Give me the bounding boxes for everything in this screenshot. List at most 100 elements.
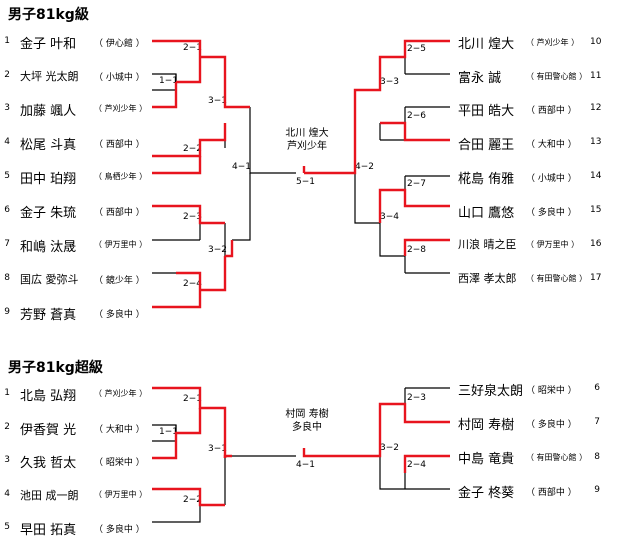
player-school: （ 芦刈少年 ） [94, 389, 148, 398]
player-school: （ 有田警心館 ） [526, 274, 588, 283]
seed-number: 1 [4, 36, 10, 46]
match-score: 2−2 [183, 144, 202, 154]
bracket-line [404, 387, 450, 404]
bracket-line [404, 473, 450, 490]
match-score: 3−1 [208, 444, 227, 454]
seed-number: 9 [4, 307, 10, 317]
player-name: 富永 誠 [458, 71, 502, 86]
player-school: （ 鏡少年 ） [94, 276, 145, 286]
player-school: （ 西部中 ） [526, 106, 577, 116]
match-score: 2−4 [407, 460, 426, 470]
match-score: 2−1 [183, 394, 202, 404]
player-school: （ 西部中 ） [526, 488, 577, 498]
champion-school: 芦刈少年 [287, 141, 327, 152]
winner-path [380, 121, 450, 142]
bracket-line [379, 223, 405, 257]
match-score: 1−1 [159, 76, 178, 86]
bracket-line [379, 123, 405, 141]
match-score: 2−1 [183, 43, 202, 53]
player-school: （ 西部中 ） [94, 208, 145, 218]
winner-path [403, 238, 450, 256]
player-school: （ 小城中 ） [94, 73, 145, 83]
player-school: （ 多良中 ） [94, 525, 145, 535]
winner-path [225, 240, 234, 258]
seed-number: 14 [590, 171, 602, 181]
seed-number: 2 [4, 422, 10, 432]
seed-number: 11 [590, 71, 602, 81]
bracket-line [152, 505, 201, 523]
seed-number: 6 [594, 383, 600, 393]
player-name: 金子 柊葵 [458, 486, 515, 501]
player-name: 芳野 蒼真 [20, 308, 77, 323]
match-score: 4−1 [296, 460, 315, 470]
match-score: 3−2 [208, 245, 227, 255]
seed-number: 9 [594, 485, 600, 495]
winner-path [302, 402, 450, 458]
player-school: （ 大和中 ） [526, 140, 577, 150]
player-school: （ 多良中 ） [526, 420, 577, 430]
bracket-line [354, 173, 380, 224]
winner-path [152, 408, 202, 460]
seed-number: 5 [4, 171, 10, 181]
seed-number: 8 [594, 452, 600, 462]
bracket-line [379, 456, 405, 490]
champion-name: 北川 煌大 [285, 128, 329, 139]
player-name: 大坪 光太朗 [20, 70, 79, 83]
champion: 村岡 寿樹 多良中 [262, 408, 352, 434]
seed-number: 15 [590, 205, 602, 215]
player-school: （ 小城中 ） [526, 174, 577, 184]
player-school: （ 多良中 ） [526, 208, 577, 218]
player-school: （ 昭栄中 ） [94, 458, 145, 468]
bracket-title: 男子81kg級 [8, 7, 89, 23]
winner-path [403, 454, 450, 473]
player-school: （ 西部中 ） [94, 140, 145, 150]
match-score: 2−4 [183, 279, 202, 289]
winner-path [223, 454, 232, 458]
player-name: 西澤 孝太郎 [458, 272, 517, 285]
player-name: 松尾 斗真 [20, 138, 77, 153]
match-score: 4−1 [232, 162, 251, 172]
bracket-line [152, 73, 177, 91]
seed-number: 2 [4, 70, 10, 80]
bracket-line [404, 256, 450, 274]
match-score: 2−6 [407, 111, 426, 121]
player-school: （ 鳥栖少年 ） [94, 172, 148, 181]
seed-number: 12 [590, 103, 602, 113]
seed-number: 8 [4, 273, 10, 283]
winner-path [152, 156, 202, 175]
bracket-line [249, 107, 296, 174]
player-name: 合田 麗王 [458, 138, 515, 153]
match-score: 1−1 [159, 427, 178, 437]
seed-number: 7 [4, 239, 10, 249]
player-school: （ 有田警心館 ） [526, 72, 588, 81]
seed-number: 10 [590, 37, 602, 47]
player-name: 椛島 侑雅 [458, 172, 515, 187]
bracket-line [404, 57, 450, 75]
seed-number: 4 [4, 137, 10, 147]
seed-number: 6 [4, 205, 10, 215]
match-score: 2−7 [407, 179, 426, 189]
seed-number: 1 [4, 388, 10, 398]
seed-number: 3 [4, 455, 10, 465]
match-score: 2−5 [407, 44, 426, 54]
seed-number: 13 [590, 137, 602, 147]
player-school: （ 芦刈少年 ） [526, 38, 580, 47]
seed-number: 17 [590, 273, 602, 283]
player-name: 早田 拓真 [20, 523, 77, 538]
player-school: （ 伊心館 ） [94, 39, 145, 49]
bracket-line [404, 106, 450, 123]
player-name: 池田 成一朗 [20, 489, 79, 502]
player-name: 平田 皓大 [458, 104, 515, 119]
winner-path [304, 39, 450, 175]
winner-path [152, 57, 202, 109]
match-score: 5−1 [296, 177, 315, 187]
player-school: （ 有田警心館 ） [526, 453, 588, 462]
winner-path [152, 123, 227, 158]
champion-name: 村岡 寿樹 [285, 409, 329, 420]
player-school: （ 伊万里中 ） [94, 490, 148, 499]
seed-number: 3 [4, 103, 10, 113]
player-name: 国広 愛弥斗 [20, 273, 79, 286]
player-name: 田中 珀翔 [20, 172, 77, 187]
player-name: 北島 弘翔 [20, 389, 77, 404]
